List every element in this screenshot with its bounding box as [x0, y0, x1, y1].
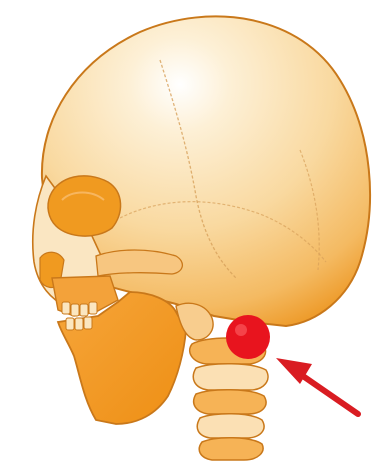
vertebra-c5	[199, 438, 263, 460]
eye-orbit	[48, 176, 121, 236]
red-dot-marker	[226, 315, 270, 359]
lower-teeth	[66, 317, 92, 330]
zygomatic-arch	[96, 250, 182, 276]
arrow-pointer	[276, 358, 358, 414]
vertebra-c2	[193, 364, 268, 390]
vertebra-c3	[194, 390, 266, 414]
vertebra-c4	[197, 414, 264, 438]
